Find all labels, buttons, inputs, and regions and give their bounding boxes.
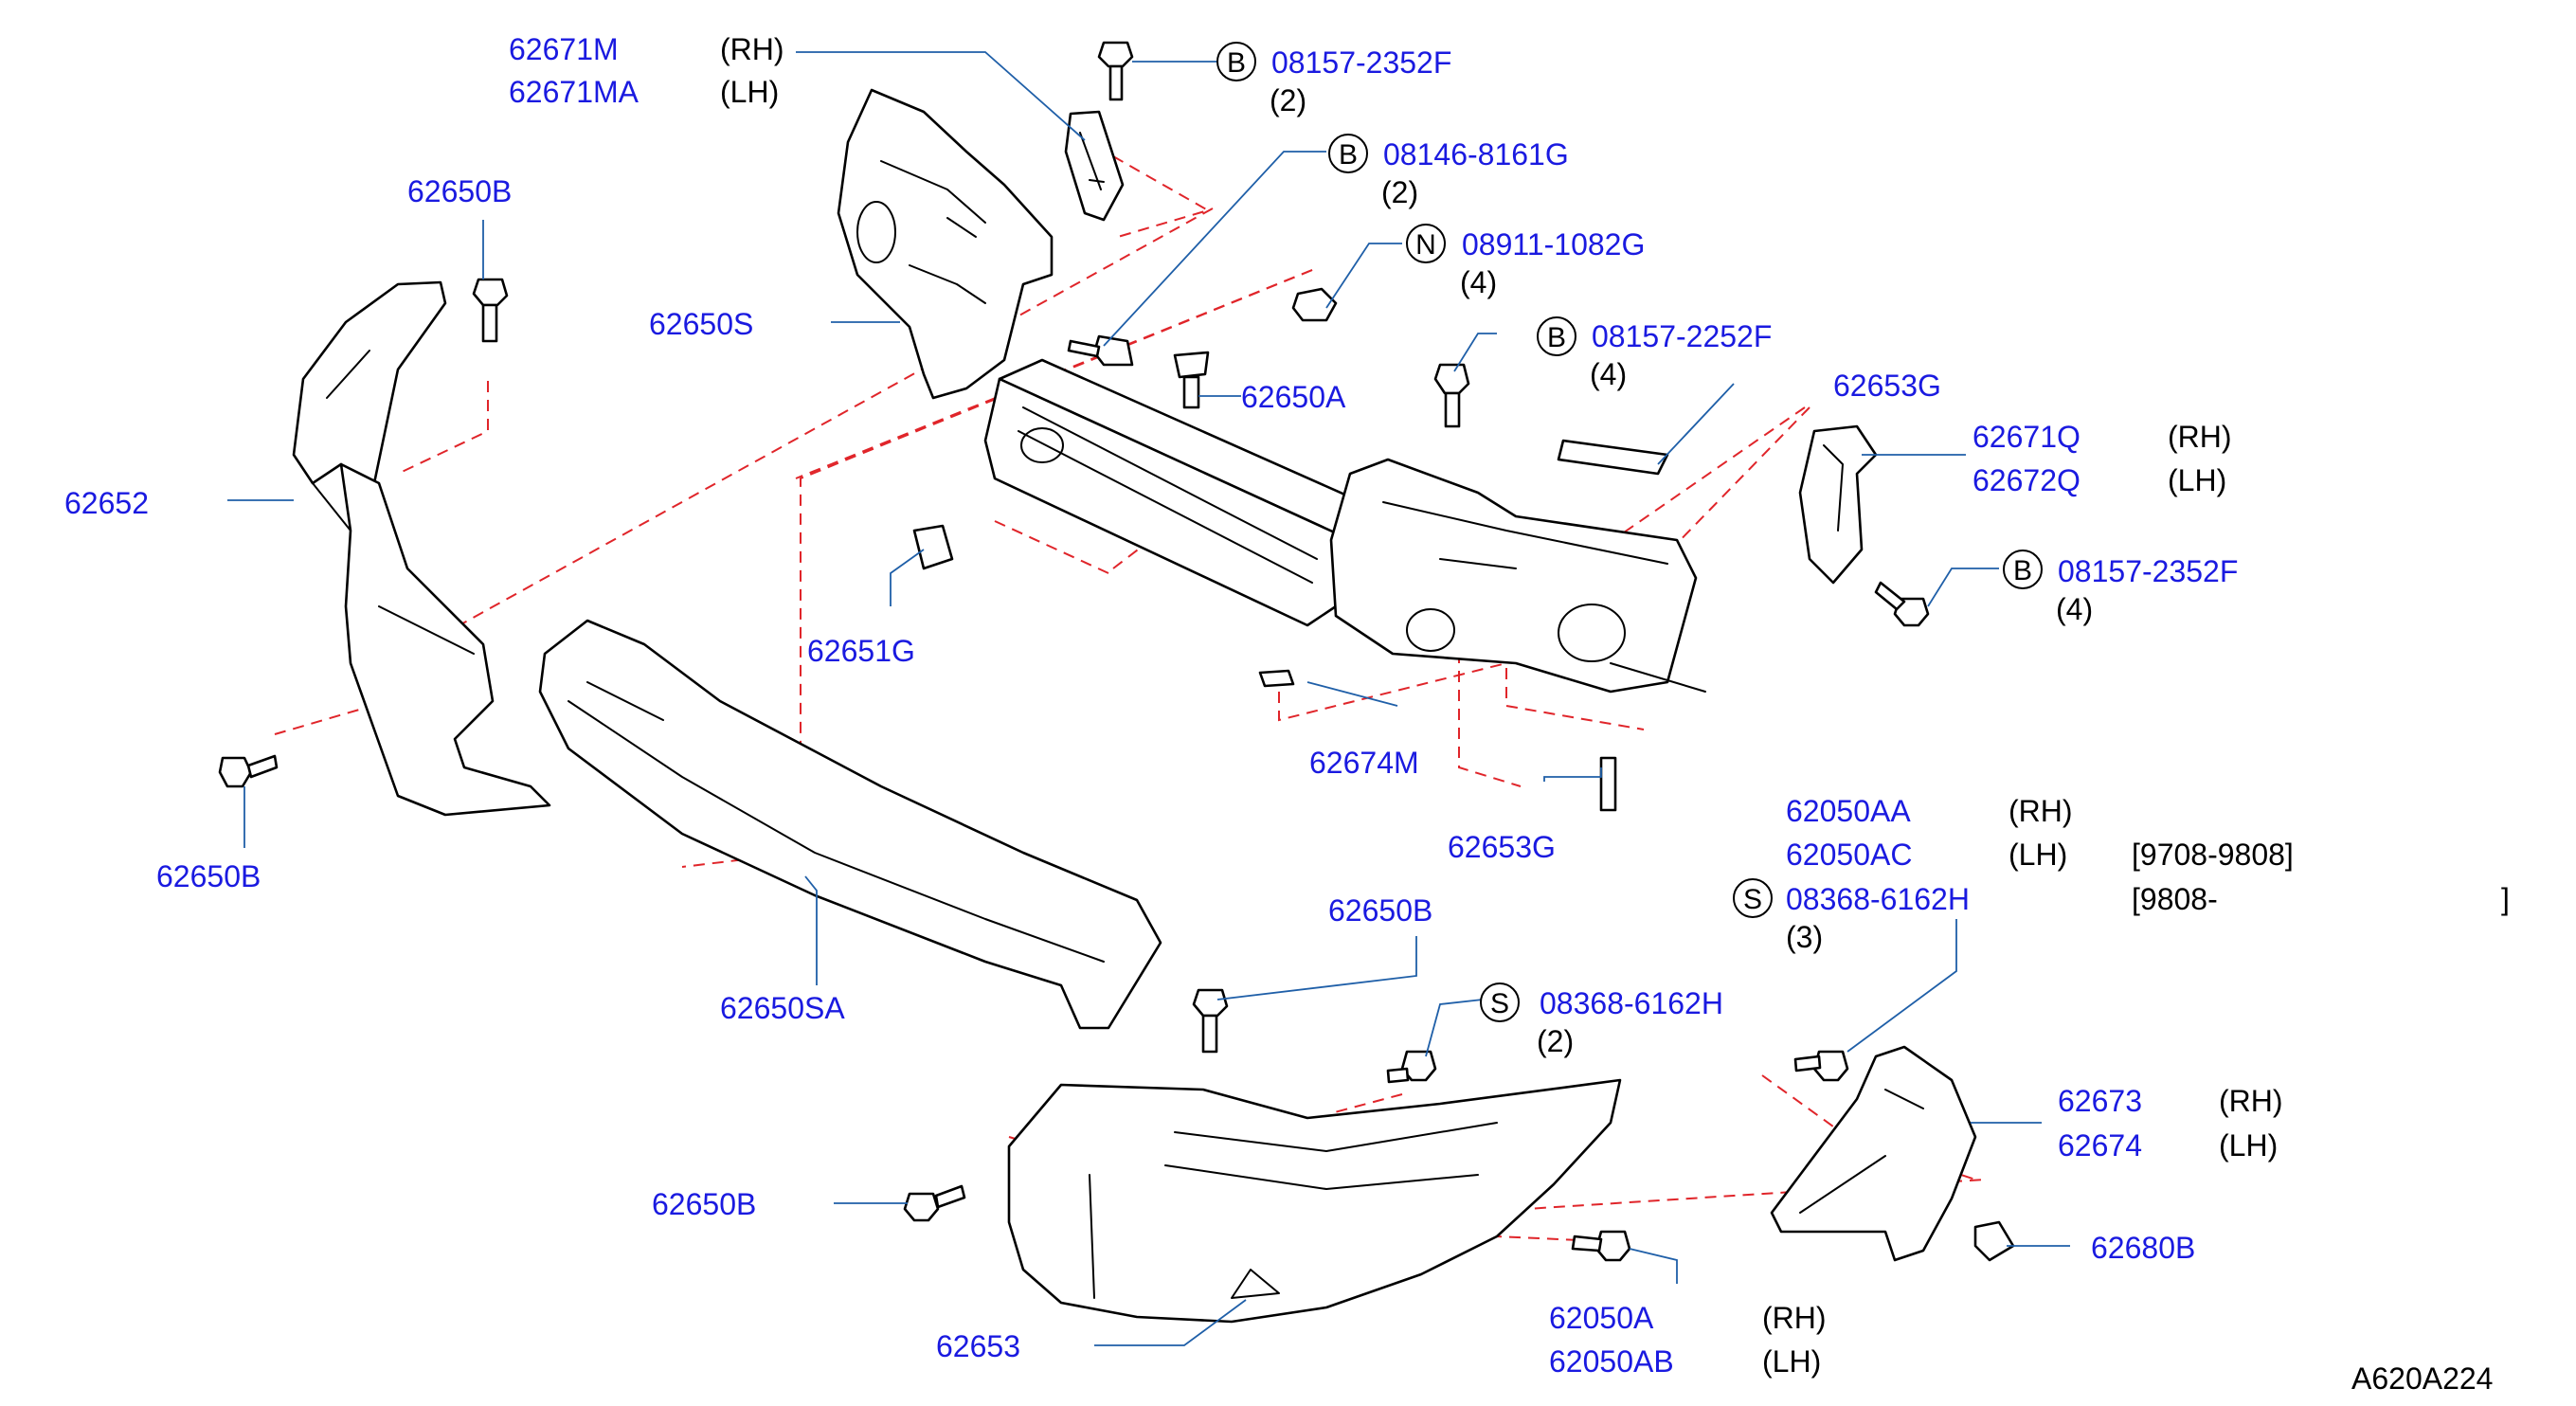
bracket-62671q — [1798, 424, 1878, 585]
label-qty-b2: (2) — [1381, 175, 1418, 209]
label-rh-1: (RH) — [720, 32, 784, 66]
svg-text:B: B — [1227, 47, 1246, 79]
bolt-62050a — [1571, 1230, 1631, 1262]
svg-text:N: N — [1415, 229, 1436, 261]
callout-circle-b-3: B — [1537, 316, 1576, 356]
label-62674: 62674 — [2058, 1128, 2142, 1163]
bolt-08157-2252f — [1433, 363, 1470, 428]
clip-62651g — [912, 524, 954, 570]
svg-text:S: S — [1490, 988, 1509, 1019]
bumper-side-62652 — [292, 280, 551, 817]
label-62650sa: 62650SA — [720, 991, 845, 1025]
label-qty-b1: (2) — [1270, 83, 1306, 117]
label-62671ma: 62671MA — [509, 75, 639, 109]
nut-08911-1082g — [1291, 287, 1338, 322]
bolt-08146-8161g — [1067, 334, 1134, 367]
label-qty-b3: (4) — [1590, 357, 1627, 391]
label-08146-8161g: 08146-8161G — [1383, 137, 1569, 171]
label-08368-6162h-right: 08368-6162H — [1786, 882, 1970, 916]
label-08157-2252f: 08157-2252F — [1592, 319, 1772, 353]
label-62650b-top: 62650B — [407, 174, 512, 208]
clip-62674m — [1258, 669, 1295, 688]
bolt-08157-2352f-right — [1874, 581, 1930, 627]
label-rh-3: (RH) — [2009, 794, 2073, 828]
label-qty-s1: (3) — [1786, 920, 1823, 954]
callout-circle-s-1: S — [1733, 878, 1773, 918]
pad-62653g-upper — [1557, 439, 1669, 476]
screw-08368-6162h-mid — [1386, 1050, 1437, 1084]
absorber-62650sa — [538, 619, 1162, 1030]
label-62650b-left: 62650B — [156, 859, 261, 893]
svg-text:B: B — [2013, 555, 2032, 586]
side-panel-62650s — [837, 88, 1054, 400]
label-62050a: 62050A — [1549, 1301, 1654, 1335]
label-qty-s2: (2) — [1537, 1024, 1574, 1058]
label-62650s: 62650S — [649, 307, 753, 341]
label-date-range-2-end: ] — [2501, 882, 2510, 916]
clip-62680b — [1973, 1220, 2015, 1262]
callout-circle-b-1: B — [1216, 42, 1256, 81]
label-date-range-1: [9708-9808] — [2132, 838, 2294, 872]
label-08157-2352f-top: 08157-2352F — [1271, 45, 1451, 80]
bracket-62673 — [1770, 1045, 1977, 1262]
label-62680b: 62680B — [2091, 1231, 2195, 1265]
label-08911-1082g: 08911-1082G — [1462, 227, 1645, 261]
callout-circle-b-4: B — [2003, 550, 2043, 589]
svg-text:B: B — [1547, 322, 1566, 353]
label-62671q: 62671Q — [1973, 420, 2081, 454]
label-62673: 62673 — [2058, 1084, 2142, 1118]
bracket-62671m — [1064, 110, 1125, 222]
label-qty-b4: (4) — [2056, 592, 2093, 626]
figure-code: A620A224 — [2351, 1361, 2493, 1396]
right-member — [1329, 458, 1706, 694]
leader-lines — [227, 51, 2070, 1346]
label-lh-2: (LH) — [2168, 463, 2226, 497]
label-62650a: 62650A — [1241, 380, 1346, 414]
label-62652: 62652 — [64, 486, 149, 520]
svg-text:S: S — [1743, 884, 1762, 915]
screw-08368-6162h-right — [1793, 1050, 1849, 1082]
clip-62650a — [1173, 351, 1210, 409]
part-labels: 62671M (RH) 62671MA (LH) 08157-2352F (2)… — [64, 32, 2510, 1396]
label-62653g-bottom: 62653G — [1448, 830, 1556, 864]
callout-circle-b-2: B — [1328, 134, 1368, 173]
label-rh-5: (RH) — [1762, 1301, 1827, 1335]
label-rh-4: (RH) — [2219, 1084, 2283, 1118]
label-62674m: 62674M — [1309, 746, 1419, 780]
label-lh-4: (LH) — [2219, 1128, 2278, 1163]
pad-62653g-lower — [1599, 756, 1617, 812]
label-62672q: 62672Q — [1973, 463, 2081, 497]
label-rh-2: (RH) — [2168, 420, 2232, 454]
label-62050ab: 62050AB — [1549, 1344, 1674, 1379]
label-08157-2352f-right: 08157-2352F — [2058, 554, 2238, 588]
label-62651g: 62651G — [807, 634, 915, 668]
bumper-fascia-62653 — [1007, 1078, 1622, 1324]
label-date-range-2: [9808- — [2132, 882, 2218, 916]
bolt-62650b-mid — [1192, 988, 1229, 1054]
label-62671m: 62671M — [509, 32, 619, 66]
label-lh-3: (LH) — [2009, 838, 2067, 872]
bolt-62650b-top — [472, 278, 509, 343]
label-62653g-top: 62653G — [1833, 369, 1941, 403]
label-62050ac: 62050AC — [1786, 838, 1912, 872]
label-qty-n: (4) — [1460, 265, 1497, 299]
bolt-08157-2352f-top — [1097, 41, 1134, 101]
bolt-62650b-left — [218, 754, 279, 788]
callout-circle-s-2: S — [1480, 982, 1520, 1022]
svg-text:B: B — [1339, 139, 1358, 171]
label-62650b-bottom: 62650B — [652, 1187, 756, 1221]
label-62650b-mid: 62650B — [1328, 893, 1432, 928]
label-62653: 62653 — [936, 1329, 1020, 1363]
reinforcement-beam — [983, 358, 1385, 627]
label-08368-6162h-mid: 08368-6162H — [1540, 986, 1723, 1020]
label-62050aa: 62050AA — [1786, 794, 1911, 828]
label-lh-1: (LH) — [720, 75, 779, 109]
label-lh-5: (LH) — [1762, 1344, 1821, 1379]
bolt-62650b-bottom — [903, 1184, 966, 1222]
callout-circle-n: N — [1406, 224, 1446, 263]
